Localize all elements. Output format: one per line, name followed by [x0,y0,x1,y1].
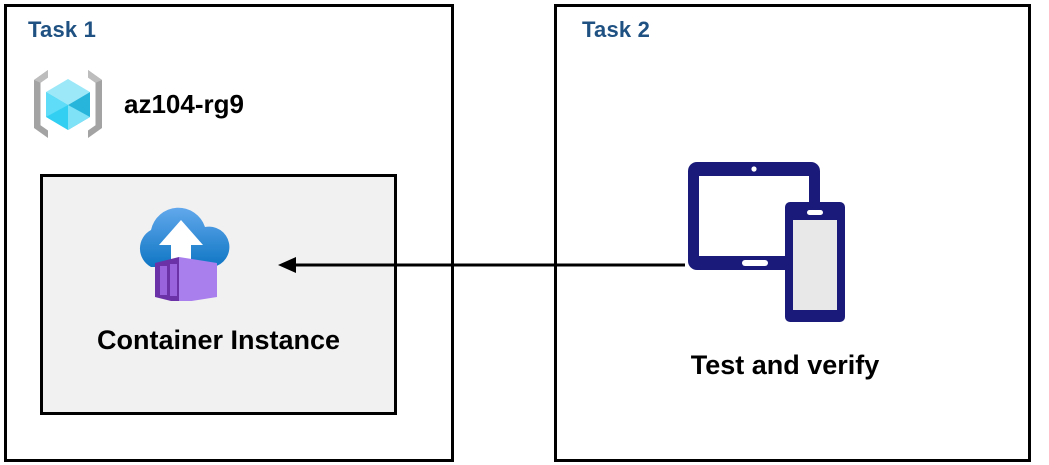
resource-group-row: az104-rg9 [28,64,244,144]
azure-resource-group-icon [34,70,102,138]
container-instance-label: Container Instance [96,325,341,355]
task-2-title: Task 2 [582,17,651,42]
container-instance-card: Container Instance [40,174,397,415]
container-instance-icon [139,207,230,301]
task-1-title: Task 1 [28,17,97,42]
devices-tablet-phone-icon [688,162,845,322]
resource-group-label: az104-rg9 [124,88,244,119]
test-and-verify-label: Test and verify [690,350,880,380]
arrow-task2-to-container-instance [278,257,685,273]
